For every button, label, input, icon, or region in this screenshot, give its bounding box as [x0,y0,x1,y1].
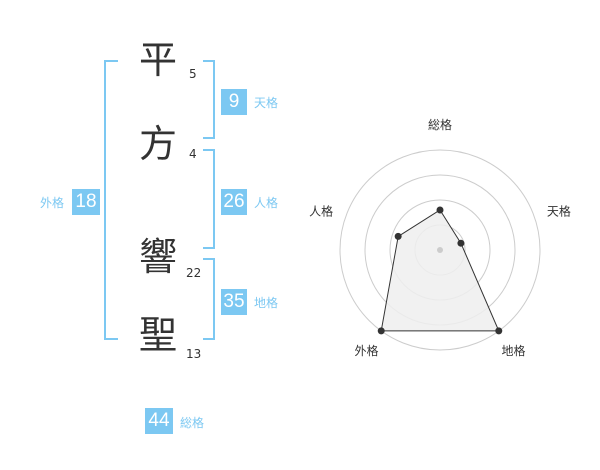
stroke-count-3: 22 [186,266,202,280]
tenkaku-value-badge: 9 [221,89,247,115]
jinkaku-value-badge: 26 [221,189,247,215]
name-char-3: 響 [139,235,178,279]
radar-polygon [380,209,500,332]
tenkaku-bracket [203,60,215,139]
name-char-4: 聖 [139,313,178,357]
stroke-count-2: 4 [189,147,197,161]
gaikaku-bracket [104,60,118,340]
radar-axis-label-2: 天格 [547,203,571,218]
radar-point-2 [457,239,465,247]
tenkaku-label: 天格 [254,96,279,110]
radar-axis-label-4: 外格 [354,343,378,358]
gaikaku-label: 外格 [40,196,65,210]
stroke-count-1: 5 [189,67,197,81]
chikaku-bracket [203,258,215,340]
radar-axis-label-5: 人格 [309,203,333,218]
radar-axis-label-1: 総格 [428,117,452,132]
radar-point-1 [436,206,444,214]
gaikaku-value-badge: 18 [72,189,100,215]
soukaku-label: 総格 [180,416,205,430]
radar-axis-label-3: 地格 [501,343,525,358]
jinkaku-label: 人格 [254,196,279,210]
radar-ring-4 [339,149,541,351]
name-char-2: 方 [139,122,178,166]
radar-center-dot [437,247,443,253]
jinkaku-bracket [203,149,215,249]
stroke-count-4: 13 [186,347,202,361]
soukaku-value-badge: 44 [145,408,173,434]
name-char-1: 平 [139,38,178,82]
chikaku-label: 地格 [254,296,279,310]
chikaku-value-badge: 35 [221,289,247,315]
radar-point-3 [495,327,503,335]
radar-point-5 [394,232,402,240]
radar-point-4 [377,327,385,335]
